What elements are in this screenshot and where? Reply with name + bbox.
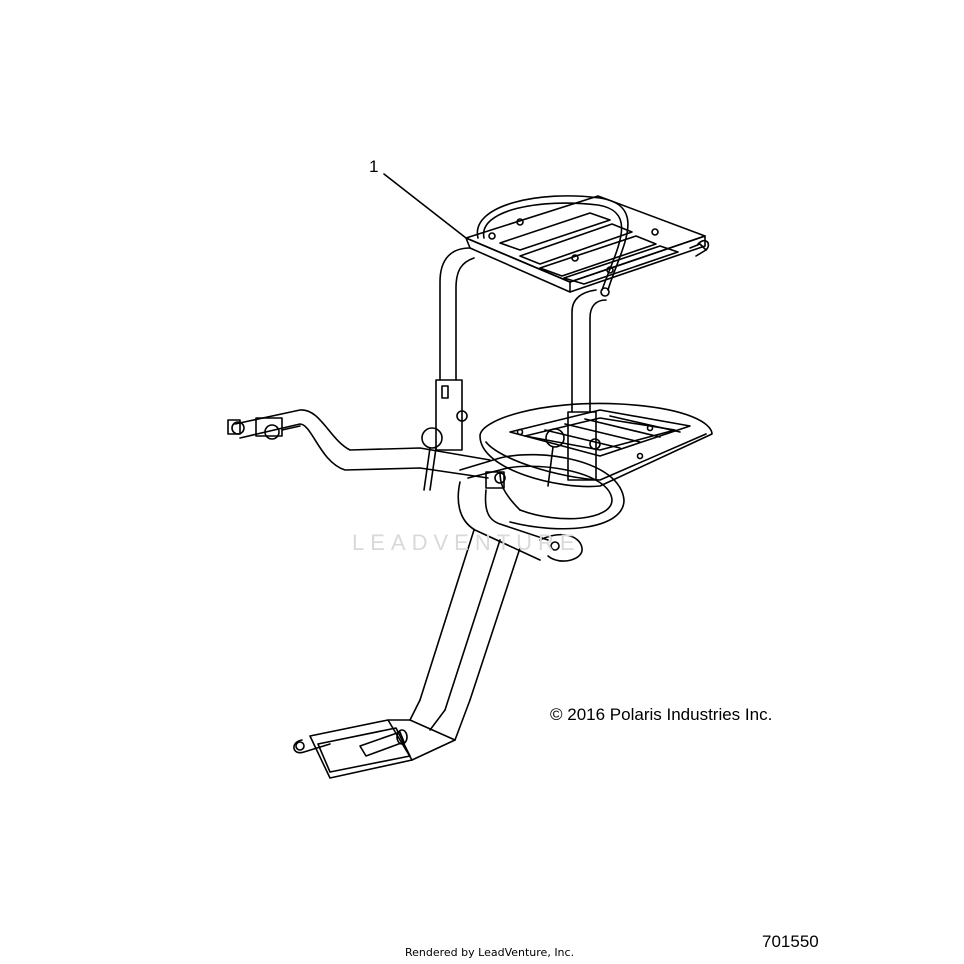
callout-leader-line (383, 173, 467, 239)
hitch-bar (293, 481, 583, 779)
left-arm (227, 409, 491, 491)
rendered-by-footer: Rendered by LeadVenture, Inc. (405, 946, 575, 959)
copyright-text: © 2016 Polaris Industries Inc. (550, 705, 773, 724)
front-curved-bar (459, 428, 625, 530)
diagram-number: 701550 (762, 932, 819, 951)
upper-rack (465, 195, 710, 297)
callout-label-1: 1 (369, 157, 379, 176)
watermark: LEADVENTURE (352, 530, 581, 555)
left-post (435, 247, 475, 451)
right-post (567, 289, 607, 481)
